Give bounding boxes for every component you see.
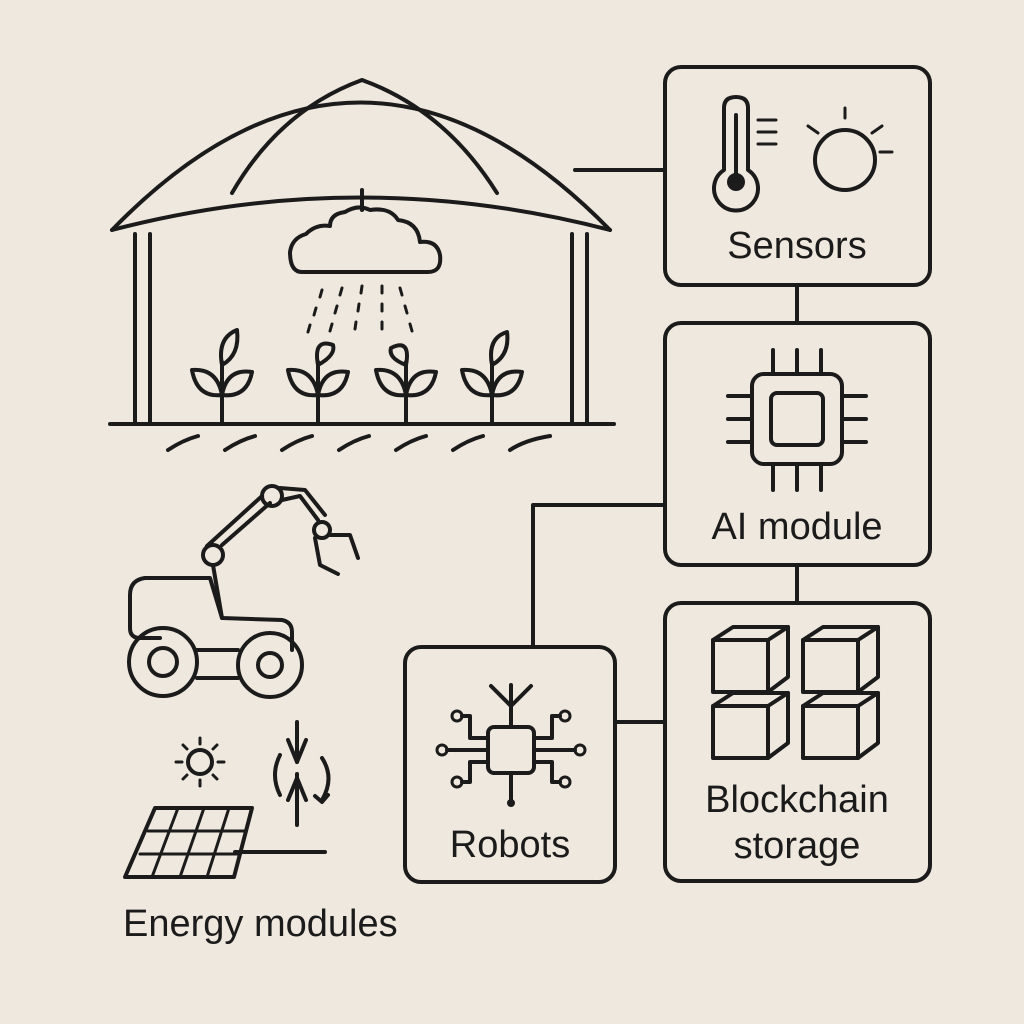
robots-label: Robots bbox=[450, 824, 570, 866]
connector-ai-robots bbox=[531, 503, 667, 649]
greenhouse-canopy-icon bbox=[108, 78, 616, 452]
cubes-icon bbox=[711, 625, 880, 760]
blockchain-node: Blockchain storage bbox=[663, 601, 932, 883]
sun-icon bbox=[806, 106, 894, 192]
plants-icon bbox=[190, 328, 524, 424]
connectors bbox=[233, 168, 799, 854]
irrigation-cloud-icon bbox=[288, 205, 443, 334]
sun-icon bbox=[174, 736, 226, 788]
sensors-label: Sensors bbox=[727, 225, 866, 267]
chip-icon bbox=[726, 348, 868, 492]
robotic-tractor-icon bbox=[127, 484, 360, 699]
robot-circuit-icon bbox=[435, 683, 587, 807]
exchange-arrows-icon bbox=[273, 720, 331, 827]
blockchain-label-line2: storage bbox=[734, 825, 861, 867]
sensors-node: Sensors bbox=[663, 65, 932, 287]
blockchain-label-line1: Blockchain bbox=[705, 779, 889, 821]
robots-node: Robots bbox=[403, 645, 617, 884]
ai-module-node: AI module bbox=[663, 321, 932, 567]
solar-panel-icon bbox=[123, 806, 254, 879]
ground-dashes bbox=[166, 434, 552, 452]
energy-modules-label: Energy modules bbox=[123, 903, 398, 945]
ai-module-label: AI module bbox=[711, 506, 882, 548]
thermometer-icon bbox=[712, 95, 778, 213]
